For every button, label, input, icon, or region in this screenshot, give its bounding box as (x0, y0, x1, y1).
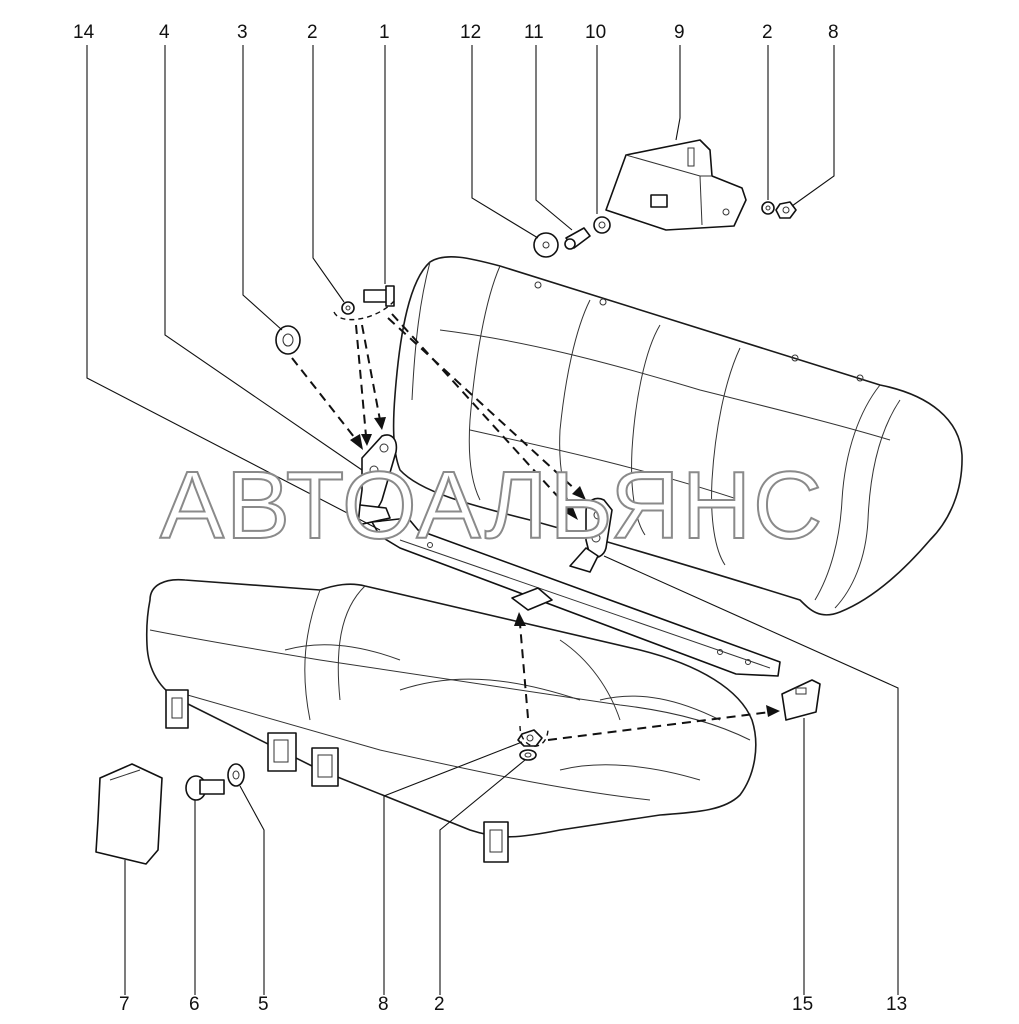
washer-2-bottom (519, 749, 537, 761)
callout-top-9: 9 (674, 22, 685, 43)
cushion-hook-3 (311, 747, 339, 787)
bolt-1 (363, 285, 395, 307)
washer-2-top-left (341, 301, 355, 315)
hinge-bracket-13 (569, 497, 613, 573)
nut-8-top (775, 201, 797, 219)
seat-cushion (145, 578, 757, 838)
callout-bottom-6: 6 (189, 994, 200, 1015)
callout-bottom-8: 8 (378, 994, 389, 1015)
callout-top-1: 1 (379, 22, 390, 43)
callout-bottom-7: 7 (119, 994, 130, 1015)
callout-bottom-2: 2 (434, 994, 445, 1015)
callout-bottom-15: 15 (792, 994, 813, 1015)
washer-2-top-right (761, 201, 775, 215)
nut-8-bottom (517, 729, 543, 747)
callout-bottom-13: 13 (886, 994, 907, 1015)
callout-top-10: 10 (585, 22, 606, 43)
callout-top-11: 11 (524, 22, 544, 43)
callout-top-4: 4 (159, 22, 170, 43)
cushion-hook-1 (165, 689, 189, 729)
trim-cover-7 (95, 763, 163, 865)
pin-11 (564, 227, 591, 250)
callout-top-3: 3 (237, 22, 248, 43)
washer-12 (533, 232, 559, 258)
cross-bar-14 (371, 517, 781, 677)
cushion-hook-2 (267, 732, 297, 772)
callout-bottom-5: 5 (258, 994, 269, 1015)
callout-top-2b: 2 (762, 22, 773, 43)
plug-3 (275, 325, 301, 355)
callout-top-8: 8 (828, 22, 839, 43)
callout-top-14: 14 (73, 22, 95, 43)
washer-10 (593, 216, 611, 234)
callout-top-2a: 2 (307, 22, 318, 43)
seat-backrest (392, 256, 963, 616)
bolt-6 (185, 775, 225, 801)
callout-top-12: 12 (460, 22, 481, 43)
leader-lines (86, 45, 899, 995)
watermark-text: АВТОАЛЬЯНС (160, 452, 824, 559)
cushion-hook-4 (483, 821, 509, 863)
assembly-arrows (291, 313, 780, 741)
cover-bracket-9 (605, 139, 747, 231)
washer-5 (227, 763, 245, 787)
bracket-15 (781, 679, 821, 721)
